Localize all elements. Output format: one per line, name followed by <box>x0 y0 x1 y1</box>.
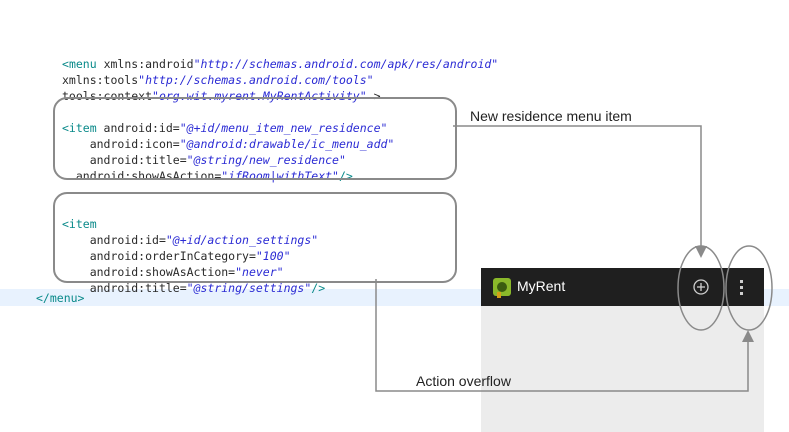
item-settings-code: <item android:id="@+id/action_settings" … <box>62 217 326 295</box>
item-settings-box <box>53 192 457 283</box>
menu-close-tag: </menu> <box>36 291 85 305</box>
menu-open-block: <menu xmlns:android"http://schemas.andro… <box>62 40 498 104</box>
new-residence-label: New residence menu item <box>470 108 632 124</box>
new-residence-connector <box>453 125 707 258</box>
menu-tag-line: <menu xmlns:android"http://schemas.andro… <box>62 57 499 71</box>
app-title: MyRent <box>517 278 566 294</box>
action-overflow-connector <box>375 279 754 392</box>
add-icon-highlight <box>677 245 725 331</box>
overflow-icon-highlight <box>725 245 773 331</box>
item-new-residence-box <box>53 97 457 180</box>
plus-circle-icon[interactable] <box>687 268 717 306</box>
action-overflow-label: Action overflow <box>416 373 511 389</box>
action-bar: MyRent <box>481 268 764 306</box>
xmlns-tools-line: xmlns:tools"http://schemas.android.com/t… <box>62 73 374 87</box>
vertical-dots-icon[interactable] <box>732 268 752 306</box>
app-preview: MyRent <box>481 268 764 432</box>
tools-context-line: tools:context"org.wit.myrent.MyRentActiv… <box>62 89 381 103</box>
android-icon <box>493 278 511 298</box>
